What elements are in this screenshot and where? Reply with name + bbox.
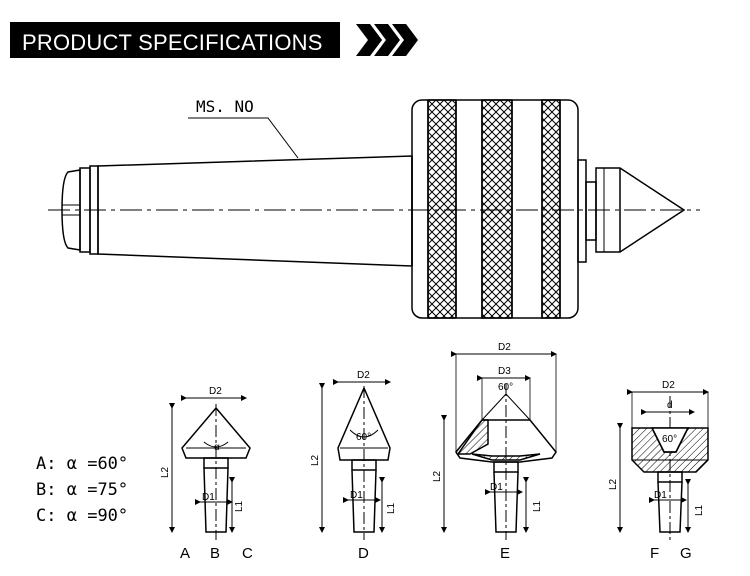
abc-l1: L1 — [234, 500, 245, 512]
legend-value: α =90° — [66, 506, 129, 526]
chevrons-icon — [356, 24, 418, 56]
label-e: E — [500, 545, 510, 562]
legend-value: α =60° — [66, 454, 129, 474]
page-title: PRODUCT SPECIFICATIONS — [22, 30, 323, 55]
tip-fg-drawing — [617, 389, 709, 540]
legend-row-a: A: α =60° — [36, 454, 128, 474]
header-banner — [10, 22, 340, 58]
tip-e-drawing — [441, 351, 557, 540]
label-f: F — [650, 545, 659, 562]
d-l1: L1 — [386, 502, 397, 514]
fg-d2: D2 — [662, 380, 675, 391]
e-angle: 60° — [498, 382, 513, 393]
label-g: G — [680, 545, 692, 562]
fg-l2: L2 — [608, 478, 619, 490]
fg-d1: D1 — [654, 490, 667, 501]
e-d1: D1 — [490, 482, 503, 493]
e-l1: L1 — [532, 500, 543, 512]
e-d3: D3 — [498, 366, 511, 377]
legend-letter: C: — [36, 506, 57, 526]
legend-letter: A: — [36, 454, 57, 474]
label-d: D — [358, 545, 369, 562]
legend-row-b: B: α =75° — [36, 480, 128, 500]
tip-d-drawing — [319, 379, 391, 540]
abc-d1: D1 — [202, 492, 215, 503]
abc-d2: D2 — [209, 386, 222, 397]
abc-l2: L2 — [160, 466, 171, 478]
d-d2: D2 — [357, 370, 370, 381]
callout-label: MS. NO — [196, 97, 254, 116]
fg-l1: L1 — [694, 504, 705, 516]
legend-value: α =75° — [66, 480, 129, 500]
e-d2: D2 — [498, 342, 511, 353]
live-center-drawing — [48, 99, 700, 319]
label-a: A — [180, 545, 190, 562]
legend-row-c: C: α =90° — [36, 506, 128, 526]
label-c: C — [242, 545, 253, 562]
d-angle: 60° — [356, 432, 371, 443]
abc-alpha: α — [214, 442, 220, 453]
d-d1: D1 — [350, 490, 363, 501]
d-l2: L2 — [310, 454, 321, 466]
legend-letter: B: — [36, 480, 57, 500]
fg-d: d — [667, 400, 673, 411]
label-b: B — [210, 545, 220, 562]
fg-angle: 60° — [662, 434, 677, 445]
e-l2: L2 — [432, 470, 443, 482]
tip-abc-drawing — [169, 395, 251, 540]
